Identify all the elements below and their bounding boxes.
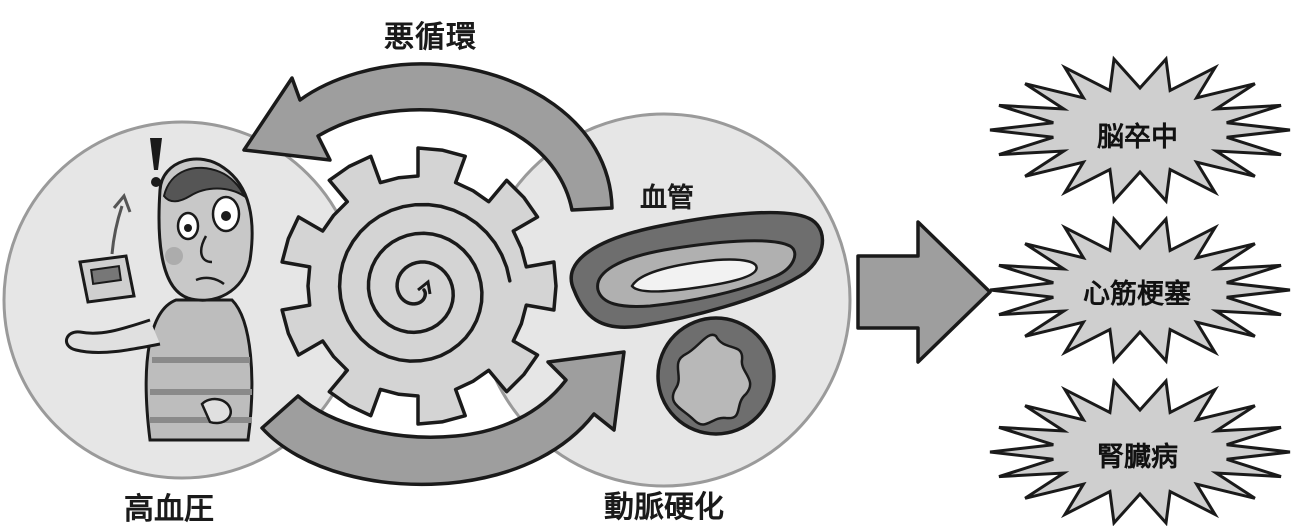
outcome-heart-attack-label: 心筋梗塞	[1083, 279, 1191, 310]
alert-mark-icon	[150, 138, 162, 187]
outcome-bursts	[989, 55, 1291, 526]
blood-pressure-monitor-icon	[78, 193, 136, 304]
right-arrow-icon	[856, 220, 992, 364]
blood-vessel-icon	[569, 210, 825, 436]
starburst-icon	[989, 215, 1291, 365]
cycle-title: 悪循環	[384, 20, 477, 55]
arteriosclerosis-label: 動脈硬化	[604, 490, 724, 525]
spiral-icon	[337, 202, 512, 363]
worried-man-icon	[65, 157, 254, 442]
starburst-icon	[989, 377, 1291, 526]
circular-arrow-icon	[242, 62, 626, 487]
starburst-icon	[989, 55, 1291, 205]
outcome-stroke-label: 脳卒中	[1097, 122, 1178, 153]
outcome-kidney-disease-label: 腎臓病	[1097, 442, 1178, 473]
vessel-label: 血管	[640, 183, 694, 214]
hypertension-label: 高血圧	[124, 492, 214, 527]
gear-icon	[280, 146, 558, 426]
